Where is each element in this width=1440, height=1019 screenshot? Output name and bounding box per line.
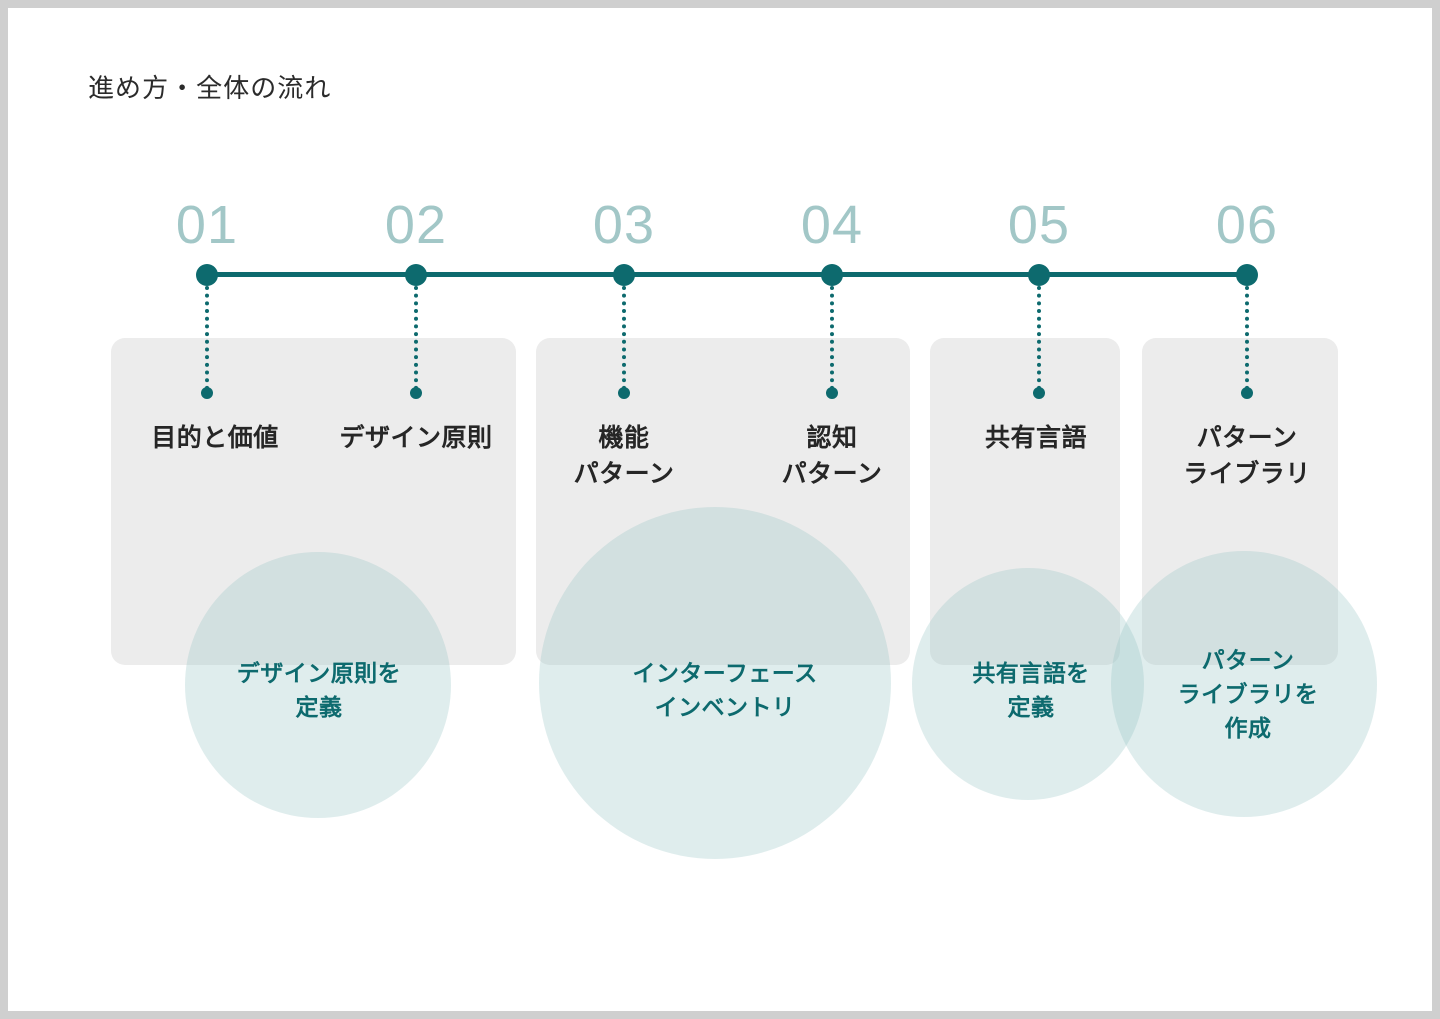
outcome-label-3-line2: 定義	[1007, 694, 1055, 720]
step-label-05-line1: 共有言語	[984, 424, 1088, 452]
connector-line-04	[830, 286, 834, 390]
step-label-01: 目的と価値	[151, 420, 279, 456]
phase-card-3	[930, 338, 1120, 665]
timeline-axis	[205, 272, 1245, 277]
outcome-label-3-line1: 共有言語を	[972, 659, 1090, 686]
step-label-03: 機能 パターン	[574, 420, 675, 493]
outcome-label-4: パターン ライブラリを 作成	[1178, 643, 1319, 745]
step-label-04: 認知 パターン	[782, 420, 883, 493]
milestone-number-03: 03	[592, 195, 656, 255]
outcome-label-2-line1: インターフェース	[632, 659, 818, 686]
outcome-label-4-line1: パターン	[1201, 646, 1295, 673]
outcome-bubble-4	[1111, 551, 1377, 817]
milestone-number-02: 02	[384, 195, 448, 255]
outcome-label-2-line2: インベントリ	[654, 694, 796, 720]
step-label-06-line2: ライブラリ	[1183, 460, 1311, 489]
milestone-dot-03	[613, 264, 635, 286]
step-label-02: デザイン原則	[339, 420, 492, 456]
outcome-label-1-line1: デザイン原則を	[236, 659, 402, 686]
connector-end-dot-04	[826, 387, 838, 399]
step-label-05: 共有言語	[985, 420, 1087, 456]
outcome-label-2: インターフェース インベントリ	[632, 656, 817, 724]
step-label-04-line1: 認知	[806, 424, 858, 452]
connector-end-dot-06	[1241, 387, 1253, 399]
outcome-bubble-3	[912, 568, 1144, 800]
step-label-03-line1: 機能	[598, 424, 650, 452]
outcome-label-1-line2: 定義	[295, 694, 343, 720]
slide-canvas: 進め方・全体の流れ 01 目的と価値 02 デザイン原則 03	[8, 8, 1432, 1011]
milestone-dot-04	[821, 264, 843, 286]
outcome-label-3: 共有言語を 定義	[972, 656, 1089, 724]
page-title: 進め方・全体の流れ	[88, 73, 332, 103]
step-label-02-line1: デザイン原則	[339, 424, 493, 452]
connector-end-dot-03	[618, 387, 630, 399]
milestone-number-04: 04	[800, 195, 864, 255]
phase-card-2	[536, 338, 910, 665]
milestone-dot-06	[1236, 264, 1258, 286]
milestone-number-05: 05	[1007, 195, 1071, 255]
connector-end-dot-02	[410, 387, 422, 399]
milestone-dot-01	[196, 264, 218, 286]
connector-line-01	[205, 286, 209, 390]
step-label-06-line1: パターン	[1196, 424, 1298, 452]
connector-end-dot-01	[201, 387, 213, 399]
step-label-04-line2: パターン	[781, 460, 883, 489]
phase-card-4	[1142, 338, 1338, 665]
step-label-03-line2: パターン	[573, 460, 675, 489]
outcome-label-1: デザイン原則を 定義	[237, 656, 401, 724]
outcome-bubble-1	[185, 552, 451, 818]
step-label-01-line1: 目的と価値	[151, 424, 279, 452]
connector-end-dot-05	[1033, 387, 1045, 399]
connector-line-03	[622, 286, 626, 390]
connector-line-06	[1245, 286, 1249, 390]
connector-line-05	[1037, 286, 1041, 390]
milestone-dot-05	[1028, 264, 1050, 286]
milestone-dot-02	[405, 264, 427, 286]
outcome-label-4-line3: 作成	[1224, 715, 1272, 742]
milestone-number-06: 06	[1215, 195, 1279, 255]
milestone-number-01: 01	[175, 195, 239, 255]
connector-line-02	[414, 286, 418, 390]
outcome-bubble-2	[539, 507, 891, 859]
step-label-06: パターン ライブラリ	[1183, 420, 1311, 493]
phase-card-1	[111, 338, 516, 665]
outcome-label-4-line2: ライブラリを	[1177, 680, 1319, 707]
